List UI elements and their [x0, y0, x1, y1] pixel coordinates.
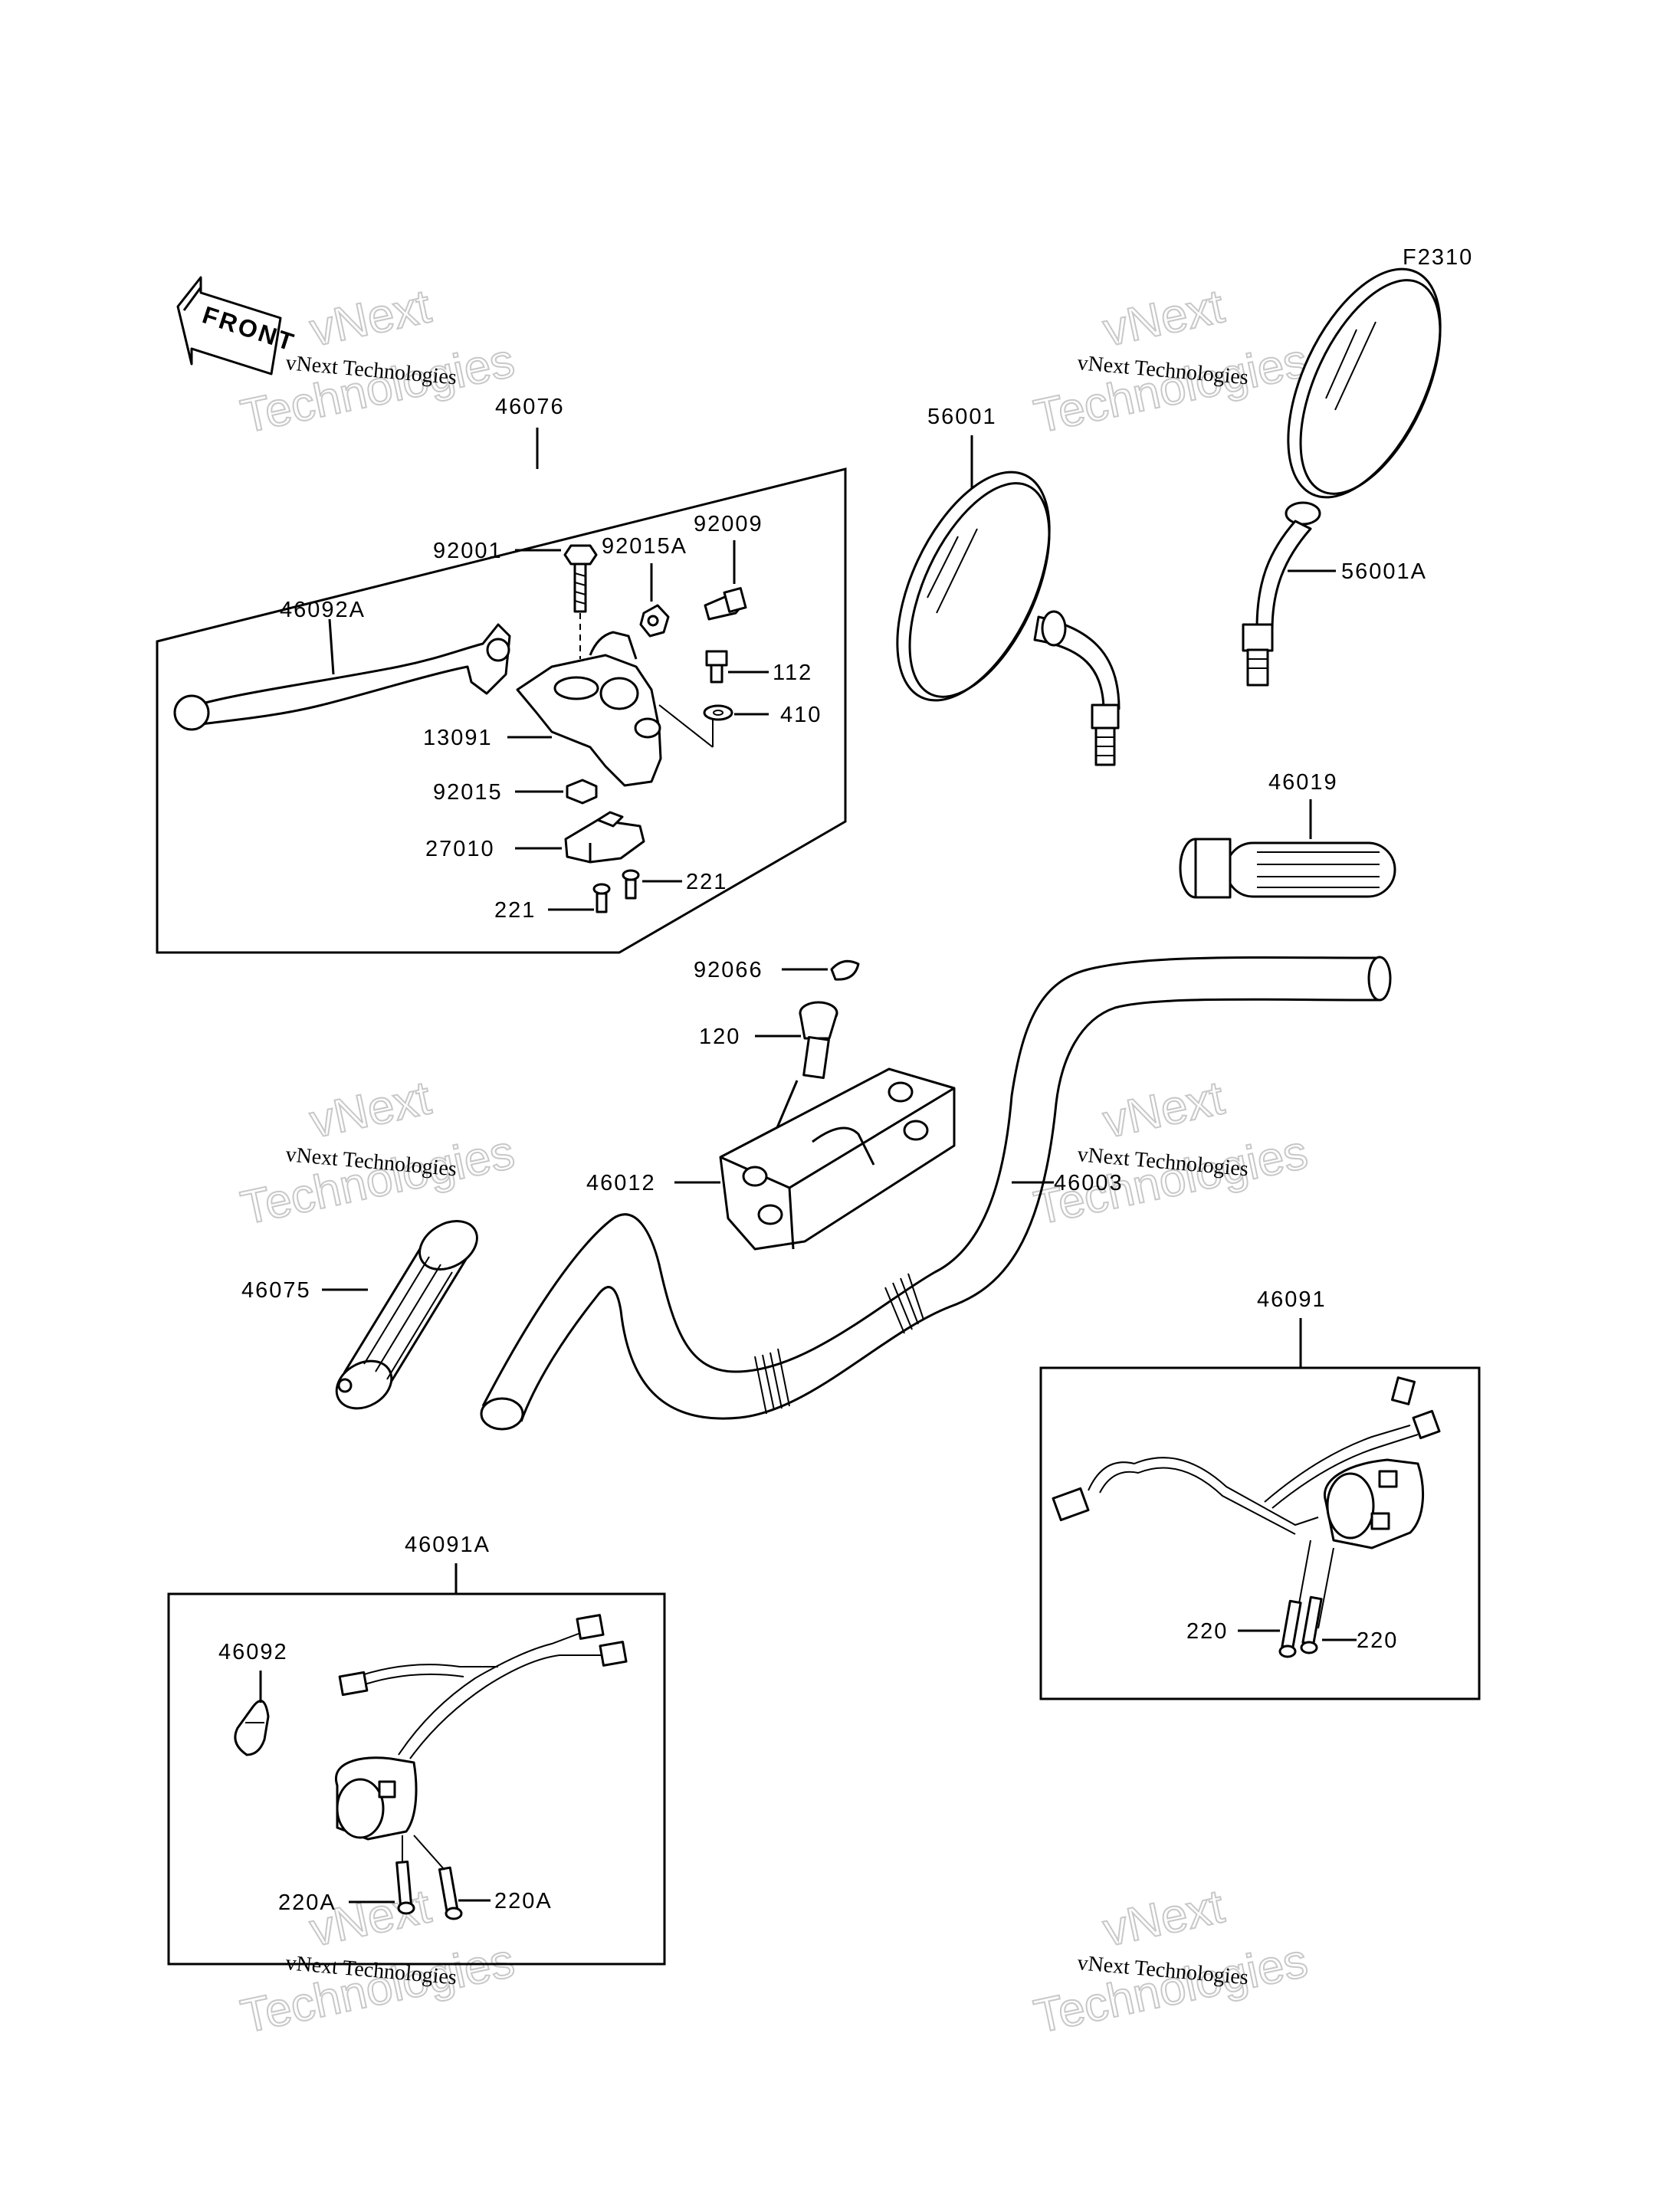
label-13091: 13091	[423, 726, 493, 750]
handlebar-part	[480, 956, 1392, 1431]
label-92015A: 92015A	[602, 534, 687, 559]
label-46076: 46076	[495, 395, 565, 419]
label-220A-left: 220A	[278, 1890, 336, 1915]
label-92001: 92001	[433, 539, 503, 563]
screw-92009-part	[704, 587, 747, 621]
svg-text:vNext: vNext	[306, 280, 435, 356]
watermark-top-left: vNext Technologies vNext Technologies	[236, 279, 520, 444]
right-switch-frame	[1039, 1366, 1481, 1700]
label-46092A: 46092A	[280, 598, 366, 622]
label-220A-right: 220A	[494, 1889, 553, 1913]
left-switch-frame	[167, 1592, 666, 1966]
plug-92066-part	[830, 959, 860, 981]
label-112: 112	[773, 661, 812, 685]
right-switch-group: 46091 220 220	[1039, 1287, 1481, 1700]
screw-220-left-part	[1278, 1599, 1302, 1658]
label-410: 410	[780, 703, 822, 727]
label-46092: 46092	[218, 1640, 288, 1664]
mirror-left-part	[896, 471, 1121, 766]
svg-text:Technologies: Technologies	[237, 1126, 519, 1235]
label-46091: 46091	[1257, 1287, 1327, 1312]
label-56001: 56001	[927, 405, 997, 429]
washer-410-part	[703, 704, 733, 721]
svg-text:vNext: vNext	[1099, 1071, 1229, 1148]
front-arrow-icon: FRONT	[176, 276, 299, 375]
clutch-switch-46092-part	[234, 1700, 270, 1756]
right-grip-part	[1179, 838, 1396, 899]
screw-221-right-part	[622, 869, 640, 900]
nut-92015-part	[566, 779, 598, 805]
screw-220A-left-part	[395, 1860, 415, 1915]
label-92015: 92015	[433, 780, 503, 805]
label-221-right: 221	[686, 870, 727, 894]
screw-220-right-part	[1300, 1595, 1323, 1654]
bolt-120-part	[799, 1001, 838, 1080]
handlebar-holder-part	[719, 1067, 956, 1251]
screw-221-left-part	[592, 883, 611, 913]
label-46075: 46075	[241, 1278, 311, 1303]
lever-assembly-group: 46076 46092A 13091 92001	[156, 395, 847, 954]
svg-text:Technologies: Technologies	[1030, 1934, 1312, 2044]
label-220-right: 220	[1357, 1628, 1398, 1653]
label-92009: 92009	[694, 512, 763, 536]
label-46019: 46019	[1268, 770, 1338, 795]
bolt-112-part	[705, 650, 728, 684]
label-46003: 46003	[1054, 1171, 1124, 1195]
label-46091A: 46091A	[405, 1533, 491, 1557]
label-120: 120	[699, 1025, 740, 1049]
mirror-right-part	[1242, 267, 1442, 687]
left-grip-part	[335, 1220, 478, 1410]
label-220-left: 220	[1186, 1619, 1228, 1644]
svg-text:vNext: vNext	[1099, 280, 1229, 356]
watermark-bottom-right: vNext Technologies vNext Technologies	[1029, 1879, 1313, 2044]
label-92066: 92066	[694, 958, 763, 982]
label-46012: 46012	[586, 1171, 656, 1195]
watermark-mid-right: vNext Technologies vNext Technologies	[1029, 1071, 1313, 1235]
lever-assembly-frame	[156, 467, 847, 954]
label-27010: 27010	[425, 837, 495, 861]
figure-code: F2310	[1403, 245, 1473, 270]
left-switch-group: 46091A 220A 220A 46092	[167, 1533, 666, 1966]
svg-text:Technologies: Technologies	[237, 1934, 519, 2044]
screw-220A-right-part	[438, 1866, 463, 1920]
watermark-top-right: vNext Technologies vNext Technologies	[1029, 279, 1313, 444]
svg-text:Technologies: Technologies	[1030, 334, 1312, 444]
svg-text:vNext: vNext	[1099, 1880, 1229, 1956]
bolt-92001-part	[563, 544, 598, 613]
label-221-left: 221	[494, 898, 536, 923]
watermark-mid-left: vNext Technologies vNext Technologies	[236, 1071, 520, 1235]
clutch-lever-part	[182, 623, 511, 726]
collar-92015A-part	[639, 604, 670, 638]
switch-27010-part	[564, 811, 645, 864]
svg-text:vNext: vNext	[306, 1071, 435, 1148]
label-56001A: 56001A	[1341, 559, 1427, 584]
